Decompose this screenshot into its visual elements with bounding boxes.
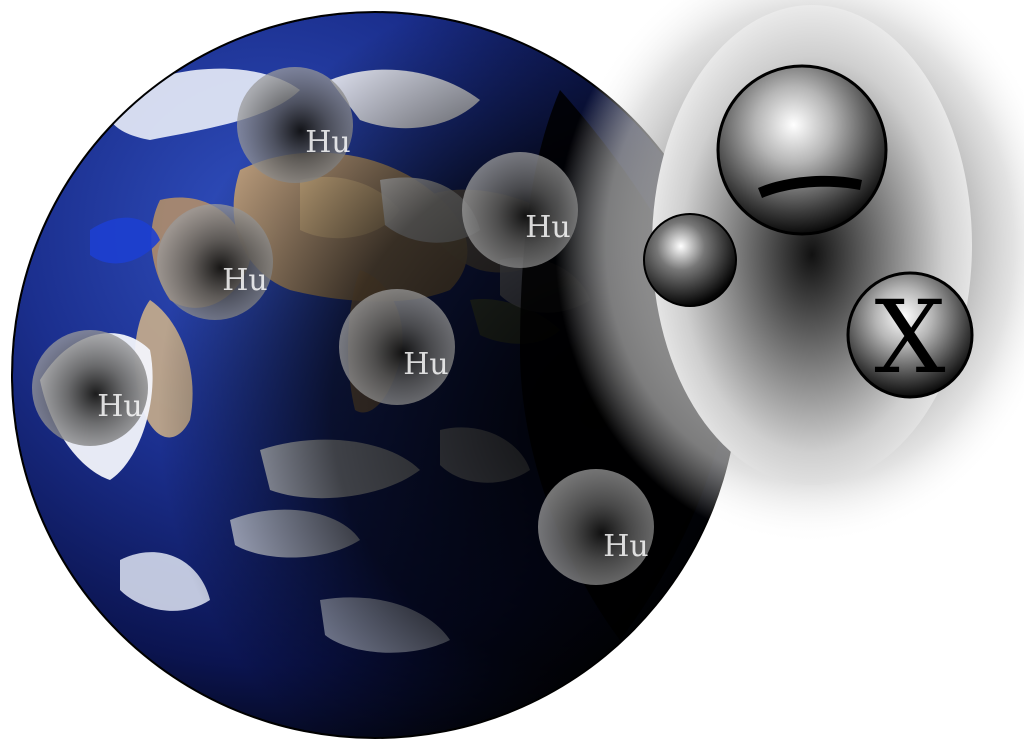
hu-particle-4: Hu [339,289,455,405]
hu-particle-3: Hu [157,204,273,320]
x-sphere-icon: X [846,271,974,399]
hu-label: Hu [222,263,267,298]
hu-particle-2: Hu [462,152,578,268]
hu-label: Hu [525,210,570,245]
hu-label: Hu [403,347,448,382]
x-label: X [874,279,945,396]
minus-sphere-icon [716,64,888,236]
hu-label: Hu [305,125,350,160]
hu-label: Hu [603,529,648,564]
hu-particle-6: Hu [538,469,654,585]
small-sphere-icon [643,213,737,307]
hu-particle-1: Hu [237,67,353,183]
hu-label: Hu [97,389,142,424]
hu-particle-5: Hu [32,330,148,446]
